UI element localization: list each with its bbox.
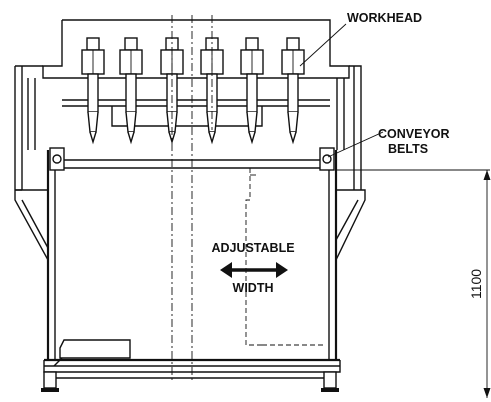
conveyor-belts-label-line1: CONVEYOR: [378, 127, 450, 141]
adjustable-label: ADJUSTABLE: [211, 241, 294, 255]
workhead-label: WORKHEAD: [347, 11, 422, 25]
conveyor-body: [14, 147, 366, 392]
right-foot: [323, 371, 337, 389]
spindle: [200, 37, 224, 145]
spindle: [240, 37, 264, 145]
double-headed-arrow-icon: [220, 262, 288, 278]
spindle: [119, 37, 143, 145]
workhead-leader-line: [299, 23, 347, 67]
conveyor-belts-label-line2: BELTS: [388, 142, 428, 156]
annotations: WORKHEAD CONVEYOR BELTS ADJUSTABLE WIDTH: [211, 11, 449, 295]
conveyor-leader-line: [327, 131, 384, 158]
workhead: [81, 37, 305, 145]
height-dimension: 1100: [336, 169, 491, 398]
spindle: [160, 37, 184, 145]
left-conveyor-pulley: [49, 147, 65, 171]
height-dimension-label: 1100: [468, 269, 484, 299]
right-conveyor-pulley: [319, 147, 335, 171]
center-lines: [171, 15, 213, 380]
bottom-carriage: [59, 339, 131, 359]
machine-frame: [14, 19, 362, 191]
width-label: WIDTH: [233, 281, 274, 295]
spindle: [281, 37, 305, 145]
spindle: [81, 37, 105, 145]
left-foot: [43, 371, 57, 389]
